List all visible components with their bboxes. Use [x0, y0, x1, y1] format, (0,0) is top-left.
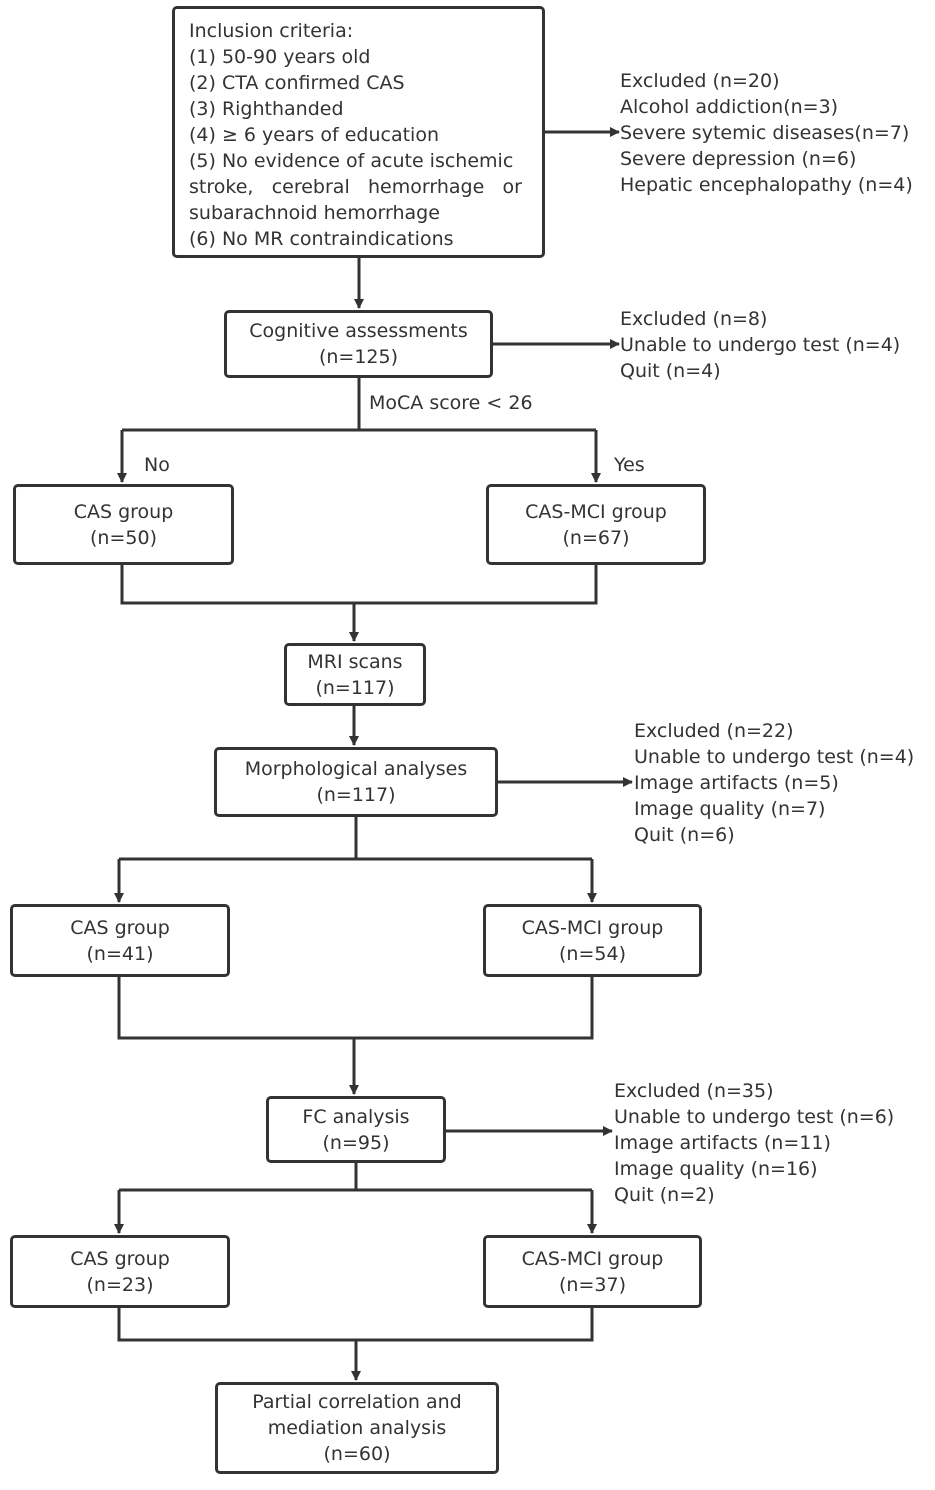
exclusion-line: Severe sytemic diseases(n=7): [620, 122, 910, 144]
exclusion-line: Excluded (n=8): [620, 308, 768, 330]
exclusion-line: Image artifacts (n=5): [634, 772, 839, 794]
branch-no-label: No: [144, 454, 170, 476]
box-count: (n=117): [316, 784, 396, 806]
cas-mci-group-box: CAS-MCI group (n=37): [483, 1235, 702, 1308]
inclusion-criteria-box: Inclusion criteria: (1) 50-90 years old …: [172, 6, 545, 258]
exclusion-line: Excluded (n=20): [620, 70, 780, 92]
cas-group-box: CAS group (n=50): [13, 484, 234, 565]
cognitive-assessments-box: Cognitive assessments (n=125): [224, 310, 493, 378]
partial-correlation-mediation-box: Partial correlation and mediation analys…: [215, 1382, 499, 1474]
exclusion-line: Alcohol addiction(n=3): [620, 96, 839, 118]
exclusion-line: Quit (n=6): [634, 824, 735, 846]
box-title: CAS-MCI group: [525, 500, 667, 523]
cas-mci-group-box: CAS-MCI group (n=67): [486, 484, 706, 565]
exclusion-note-2: Excluded (n=8) Unable to undergo test (n…: [620, 306, 900, 384]
exclusion-note-4: Excluded (n=35) Unable to undergo test (…: [614, 1078, 894, 1208]
exclusion-line: Unable to undergo test (n=4): [620, 334, 901, 356]
box-count: (n=117): [315, 676, 395, 699]
box-count: (n=41): [86, 942, 154, 965]
exclusion-line: Image artifacts (n=11): [614, 1132, 831, 1154]
morphological-analyses-box: Morphological analyses (n=117): [214, 747, 498, 817]
inclusion-item: (3) Righthanded: [189, 98, 344, 120]
inclusion-item: (2) CTA confirmed CAS: [189, 72, 405, 94]
connector-merge-1: [120, 565, 598, 605]
box-title: mediation analysis: [267, 1417, 447, 1439]
box-count: (n=125): [318, 346, 399, 368]
box-count: (n=54): [559, 942, 626, 965]
moca-criterion-label: MoCA score < 26: [369, 392, 533, 414]
branch-yes-label: Yes: [614, 454, 645, 476]
box-count: (n=37): [559, 1273, 626, 1296]
exclusion-line: Image quality (n=16): [614, 1158, 818, 1180]
exclusion-line: Hepatic encephalopathy (n=4): [620, 174, 913, 196]
inclusion-item: (4) ≥ 6 years of education: [189, 124, 439, 146]
exclusion-line: Image quality (n=7): [634, 798, 826, 820]
box-title: FC analysis: [302, 1105, 410, 1128]
box-title: Partial correlation and: [252, 1391, 462, 1413]
exclusion-line: Excluded (n=35): [614, 1080, 774, 1102]
inclusion-item: stroke, cerebral hemorrhage or: [189, 176, 522, 198]
exclusion-line: Severe depression (n=6): [620, 148, 857, 170]
exclusion-line: Quit (n=2): [614, 1184, 715, 1206]
inclusion-item: subarachnoid hemorrhage: [189, 202, 440, 224]
box-title: Cognitive assessments: [249, 320, 468, 342]
box-title: CAS-MCI group: [521, 1247, 664, 1270]
box-count: (n=50): [90, 526, 157, 549]
exclusion-line: Quit (n=4): [620, 360, 721, 382]
connector-merge-3: [117, 1308, 594, 1342]
box-title: Morphological analyses: [244, 758, 468, 780]
exclusion-note-3: Excluded (n=22) Unable to undergo test (…: [634, 718, 914, 848]
fc-analysis-box: FC analysis (n=95): [266, 1096, 446, 1163]
inclusion-title: Inclusion criteria:: [189, 20, 354, 42]
box-title: CAS group: [73, 500, 174, 523]
inclusion-item: (5) No evidence of acute ischemic: [189, 150, 514, 172]
box-title: MRI scans: [307, 650, 403, 673]
box-count: (n=60): [323, 1443, 391, 1465]
mri-scans-box: MRI scans (n=117): [284, 643, 426, 706]
exclusion-line: Excluded (n=22): [634, 720, 794, 742]
box-title: CAS group: [70, 1247, 170, 1270]
cas-mci-group-box: CAS-MCI group (n=54): [483, 904, 702, 977]
inclusion-item: (1) 50-90 years old: [189, 46, 371, 68]
box-count: (n=23): [86, 1273, 154, 1296]
exclusion-line: Unable to undergo test (n=6): [614, 1106, 895, 1128]
cas-group-box: CAS group (n=41): [10, 904, 230, 977]
box-title: CAS group: [70, 916, 170, 939]
connector-merge-2: [117, 977, 594, 1040]
exclusion-note-1: Excluded (n=20) Alcohol addiction(n=3) S…: [620, 68, 913, 198]
inclusion-item: (6) No MR contraindications: [189, 228, 454, 250]
box-title: CAS-MCI group: [521, 916, 664, 939]
box-count: (n=67): [562, 526, 630, 549]
cas-group-box: CAS group (n=23): [10, 1235, 230, 1308]
exclusion-line: Unable to undergo test (n=4): [634, 746, 915, 768]
box-count: (n=95): [322, 1131, 390, 1154]
